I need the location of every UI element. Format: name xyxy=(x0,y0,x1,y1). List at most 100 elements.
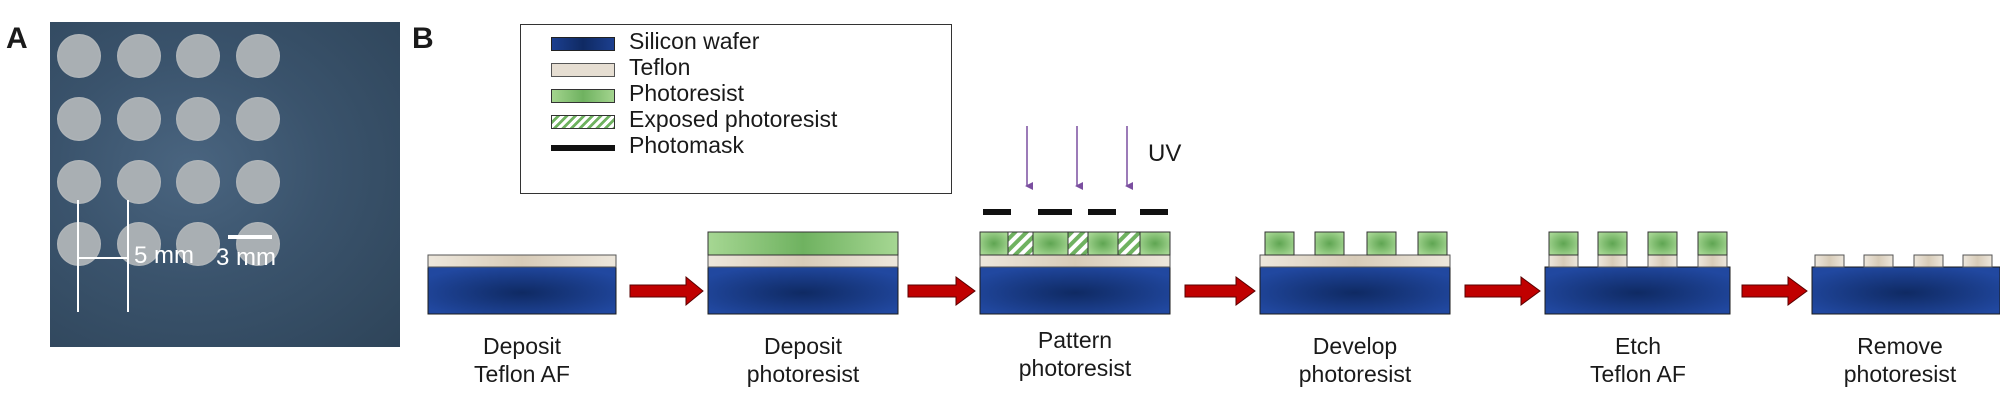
teflon-pillar xyxy=(1962,254,1993,268)
step-1-stack xyxy=(427,254,617,315)
teflon-pillar xyxy=(1814,254,1845,268)
legend-label: Photomask xyxy=(629,132,745,158)
resist-exposed xyxy=(1067,231,1089,256)
teflon-dot xyxy=(117,34,161,78)
legend-label: Exposed photoresist xyxy=(629,106,838,132)
process-arrow xyxy=(907,276,976,306)
teflon-dot xyxy=(117,160,161,204)
step-label-1: Deposit Teflon AF xyxy=(412,332,632,388)
process-arrows xyxy=(629,275,1808,307)
scale-bar-label: 3 mm xyxy=(216,244,276,271)
step-label-line1: Etch xyxy=(1614,333,1662,359)
step-label-line2: photoresist xyxy=(1018,355,1132,381)
resist-pillar xyxy=(1314,231,1345,256)
teflon-dot xyxy=(57,34,101,78)
resist-pillar xyxy=(1548,231,1579,256)
teflon-dot xyxy=(176,160,220,204)
process-arrow xyxy=(1741,276,1808,306)
silicon-layer xyxy=(427,266,617,315)
wafer-photo: 5 mm 3 mm xyxy=(50,22,400,347)
teflon-dot xyxy=(176,222,220,266)
panel-letter-b: B xyxy=(412,22,434,55)
step-label-line2: photoresist xyxy=(746,361,860,387)
legend-label: Photoresist xyxy=(629,80,745,106)
resist-pillar xyxy=(1597,231,1628,256)
teflon-dot xyxy=(176,34,220,78)
step-label-line1: Deposit xyxy=(764,333,842,359)
panel-letter-a: A xyxy=(6,22,28,55)
step-6-stack xyxy=(1811,254,2000,315)
step-label-3: Pattern photoresist xyxy=(965,326,1185,382)
teflon-dot xyxy=(57,160,101,204)
step-label-line1: Develop xyxy=(1312,333,1398,359)
photomask-segment xyxy=(1140,209,1168,215)
silicon-layer xyxy=(1544,266,1731,315)
teflon-layer xyxy=(979,254,1171,268)
teflon-pillar xyxy=(1863,254,1894,268)
legend-swatch-photomask xyxy=(551,145,615,151)
teflon-layer xyxy=(707,254,899,268)
step-3-stack xyxy=(979,126,1171,315)
legend-swatch-exposed xyxy=(551,115,615,129)
teflon-layer xyxy=(427,254,617,268)
scale-spacing-label: 5 mm xyxy=(134,242,194,269)
teflon-dot xyxy=(236,160,280,204)
teflon-pillar xyxy=(1647,254,1678,268)
resist-pillar xyxy=(1264,231,1295,256)
teflon-dot xyxy=(236,34,280,78)
teflon-dot xyxy=(236,97,280,141)
legend-label: Silicon wafer xyxy=(629,28,760,54)
step-label-2: Deposit photoresist xyxy=(693,332,913,388)
step-label-line1: Pattern xyxy=(1037,327,1113,353)
step-label-line1: Deposit xyxy=(483,333,561,359)
teflon-pillar xyxy=(1913,254,1944,268)
legend-label: Teflon xyxy=(629,54,691,80)
step-label-6: Remove photoresist xyxy=(1790,332,2000,388)
step-label-4: Develop photoresist xyxy=(1245,332,1465,388)
step-5-stack xyxy=(1544,231,1731,315)
silicon-layer xyxy=(1259,266,1451,315)
teflon-pillar xyxy=(1597,254,1628,268)
scale-line-right xyxy=(127,200,129,312)
silicon-layer xyxy=(979,266,1171,315)
step-label-5: Etch Teflon AF xyxy=(1528,332,1748,388)
step-label-line2: photoresist xyxy=(1298,361,1412,387)
step-label-line2: Teflon AF xyxy=(474,361,570,387)
photomask-segment xyxy=(1088,209,1116,215)
photomask-segment xyxy=(1038,209,1072,215)
teflon-pillar xyxy=(1697,254,1728,268)
legend: Silicon wafer Teflon Photoresist Exposed… xyxy=(520,24,952,194)
teflon-dot xyxy=(236,222,280,266)
step-label-line1: Remove xyxy=(1857,333,1943,359)
spacing-arrow-line xyxy=(79,257,127,259)
process-arrow xyxy=(1184,276,1256,306)
scale-bar xyxy=(228,235,272,239)
resist-unexposed xyxy=(979,231,1009,256)
uv-label: UV xyxy=(1148,140,1182,167)
teflon-dot xyxy=(57,97,101,141)
legend-swatch-teflon xyxy=(551,63,615,77)
photoresist-layer xyxy=(707,231,899,256)
resist-unexposed xyxy=(1032,231,1069,256)
resist-exposed xyxy=(1117,231,1141,256)
resist-unexposed xyxy=(1087,231,1119,256)
teflon-dot xyxy=(117,97,161,141)
teflon-layer xyxy=(1259,254,1451,268)
teflon-dot xyxy=(176,97,220,141)
silicon-layer xyxy=(1811,266,2000,315)
resist-pillar xyxy=(1366,231,1397,256)
silicon-layer xyxy=(707,266,899,315)
process-arrow xyxy=(629,275,704,307)
resist-pillar xyxy=(1417,231,1448,256)
teflon-pillar xyxy=(1548,254,1579,268)
scale-line-left xyxy=(77,200,79,312)
photomask-segment xyxy=(983,209,1011,215)
step-2-stack xyxy=(707,231,899,315)
resist-pillar xyxy=(1647,231,1678,256)
step-4-stack xyxy=(1259,231,1451,315)
resist-pillar xyxy=(1697,231,1728,256)
legend-swatch-photoresist xyxy=(551,89,615,103)
step-label-line2: photoresist xyxy=(1843,361,1957,387)
resist-unexposed xyxy=(1139,231,1171,256)
step-label-line2: Teflon AF xyxy=(1590,361,1686,387)
